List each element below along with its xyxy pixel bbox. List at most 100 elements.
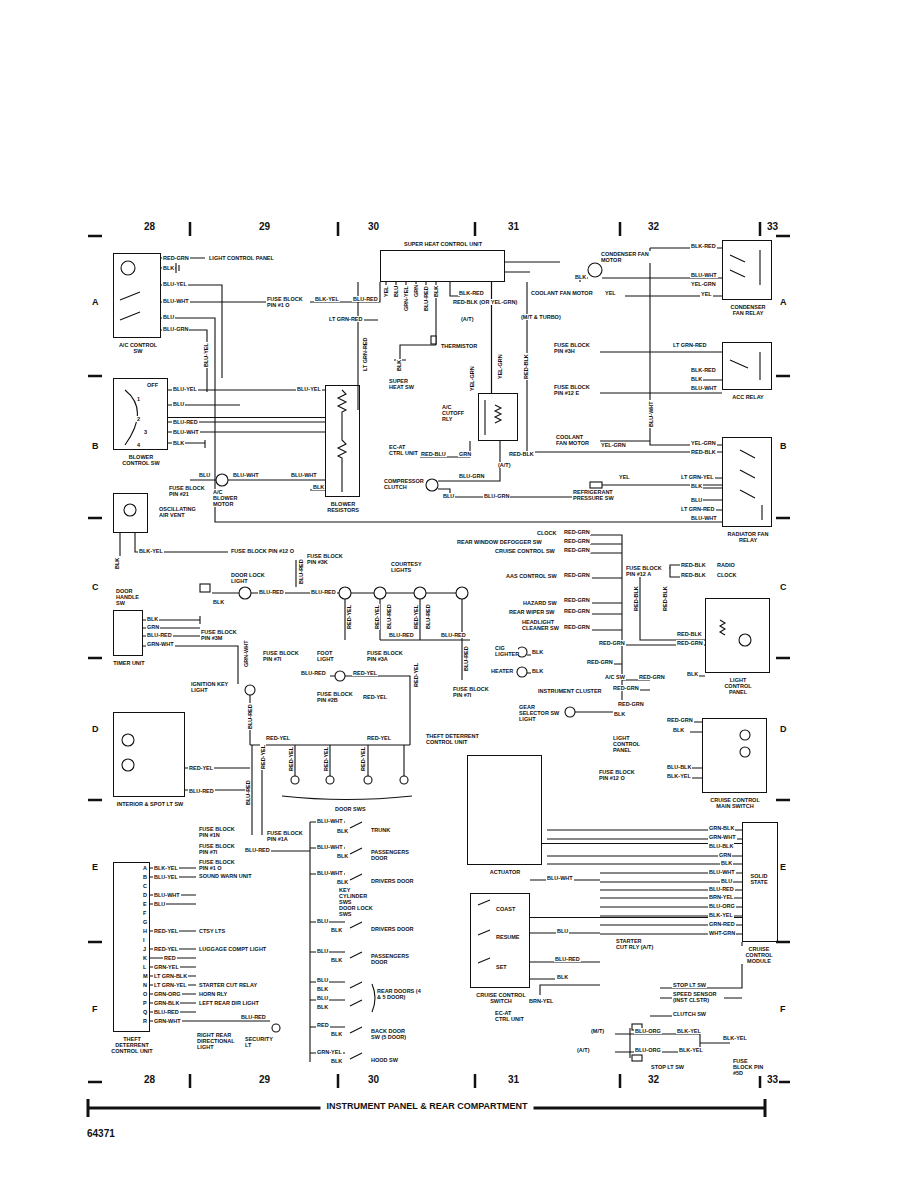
grid-label: 31 [507, 1074, 520, 1085]
grid-label: A [779, 297, 788, 307]
wire-label: RED-YEL [323, 746, 329, 772]
wire-label: BLK [330, 1058, 343, 1064]
heater-wires [161, 248, 722, 522]
grid-label: F [779, 1004, 787, 1014]
wire-label: GRN [146, 624, 160, 630]
wire-label: BLK-YEL [678, 1047, 704, 1053]
grid-label: 64371 [86, 1128, 116, 1139]
wire-label: AAS CONTROL SW [505, 573, 558, 579]
wire-label: RADIO [716, 562, 736, 568]
wire-label: HAZARD SW [522, 600, 558, 606]
wire-label: BLK [336, 879, 349, 885]
inner-label: SOLID STATE [744, 873, 774, 885]
wire-label: FUSE BLOCK PIN #3M [200, 629, 244, 641]
component-name: INTERIOR & SPOT LT SW [109, 801, 191, 807]
wire-label: HORN RLY [198, 991, 228, 997]
wire-label: STARTER CUT RELAY [198, 982, 258, 988]
wire-label: BLK [672, 727, 685, 733]
grid-ticks [88, 222, 790, 1088]
wire-label: RED-GRN [598, 640, 626, 646]
grid-label: 29 [258, 221, 271, 232]
lamp-symbol [374, 587, 386, 599]
pin-letter: L [142, 964, 147, 970]
wire-label: BLU-RED [425, 603, 431, 630]
blower-wires [120, 390, 325, 556]
wire-label: BLK-YEL [708, 912, 734, 918]
wire-label: RED-BLU [420, 451, 447, 457]
wire-label: YEL [700, 291, 713, 297]
wire-label: RED-YEL [153, 928, 179, 934]
wire-label: BLK [316, 1004, 329, 1010]
lamp-symbol [122, 734, 134, 746]
pin-letter: C [142, 883, 148, 889]
switch-symbol [400, 776, 408, 784]
component-name: OSCILLATING AIR VENT [158, 506, 200, 518]
pin-letter: I [142, 937, 146, 943]
timer-box: TIMER UNIT [113, 610, 143, 656]
wire-label: BLU [198, 472, 211, 478]
wire-label: LT GRN-RED [672, 342, 708, 348]
wire-label: RED-GRN [563, 608, 591, 614]
wire-label: GRN-YEL [316, 1049, 343, 1055]
wire-label: BLU-RED [244, 847, 271, 853]
wire-label: CLUTCH SW [672, 1011, 707, 1017]
wire-label: BLK [172, 440, 185, 446]
wire-label: BLU-RED [240, 1014, 267, 1020]
inner-label: COAST [495, 906, 516, 912]
wire-label: RED-GRN [563, 529, 591, 535]
wire-label: BLU [556, 928, 569, 934]
wire-label: BLU-YEL [203, 342, 209, 368]
wire-label: BLU-RED [352, 296, 379, 302]
wire-label: FUSE BLOCK PIN #1 O [266, 296, 310, 308]
wire-label: BLK [574, 274, 587, 280]
wire-label: GRN-YEL [153, 964, 180, 970]
wire-label: BLK [330, 957, 343, 963]
pin-letter: M [142, 973, 149, 979]
wire-label: YEL-GRN [690, 440, 717, 446]
grid-label: 31 [507, 221, 520, 232]
wire-label: (A/T) [497, 462, 512, 468]
relay-box: A/C CUTOFF RLY [478, 393, 518, 441]
wire-label: BLK [396, 359, 402, 372]
wire-label: RED-BLK [662, 585, 668, 612]
wire-label: FUSE BLOCK PIN #3H [553, 342, 597, 354]
grid-label: 30 [367, 1074, 380, 1085]
wire-label: RED-YEL [153, 946, 179, 952]
wire-label: BLK [531, 668, 544, 674]
pressure-switch [590, 482, 602, 488]
pin-letter: E [142, 901, 148, 907]
wire-label: DRIVERS DOOR [370, 926, 414, 932]
wire-label: RED-GRN [612, 685, 640, 691]
wire-label: YEL-GRN [497, 353, 503, 380]
pin-letter: N [142, 982, 148, 988]
wire-label: BLU-WHT [172, 429, 200, 435]
wire-label: SOUND WARN UNIT [198, 873, 253, 879]
vent-motor: OSCILLATING AIR VENT [113, 493, 148, 533]
wire-label: GRN [718, 852, 732, 858]
wire-label: FUSE BLOCK PIN #3K [306, 553, 350, 565]
grid-label: E [91, 862, 99, 872]
wire-label: COOLANT FAN MOTOR [530, 290, 594, 296]
wire-label: RED-BLK [508, 451, 535, 457]
switch-box: BLOWER CONTROL SW [113, 378, 168, 450]
wire-label: BLU-WHT [232, 472, 260, 478]
module-box: SOLID STATECRUISE CONTROL MODULE [742, 822, 778, 942]
lamp-symbol [121, 261, 135, 275]
wire-label: COURTESY LIGHTS [390, 561, 434, 573]
wire-label: BLK [316, 986, 329, 992]
component-name: RADIATOR FAN RELAY [725, 531, 772, 543]
wire-label: RED [316, 1022, 330, 1028]
wire-label: FUSE BLOCK PIN #12 O [598, 769, 642, 781]
grid-label: A [91, 297, 100, 307]
component-name: BLOWER CONTROL SW [120, 454, 162, 466]
grid-label: B [779, 441, 788, 451]
pin-letter: K [142, 955, 148, 961]
wire-label: FUSE BLOCK PIN #12 E [553, 384, 597, 396]
wire-label: GRN-RED [708, 921, 736, 927]
wire-label: BLU-RED [708, 886, 735, 892]
wire-label: RED-GRN [563, 538, 591, 544]
wire-label: FOOT LIGHT [316, 650, 340, 662]
wire-label: 1 [136, 396, 141, 402]
door-wires [143, 560, 470, 835]
wire-label: BLU-WHT [290, 472, 318, 478]
